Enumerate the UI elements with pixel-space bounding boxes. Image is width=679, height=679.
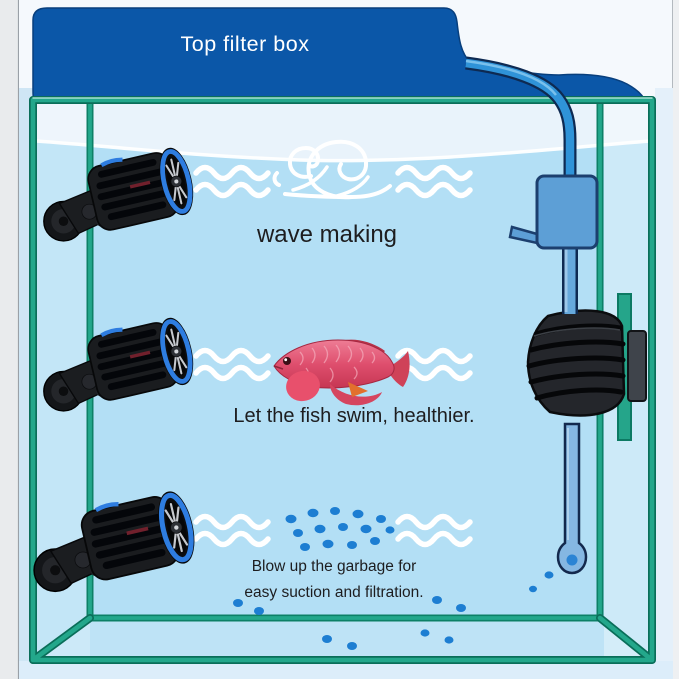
floor-particles [233,571,554,650]
suction-strainer-assembly [526,293,647,441]
outlet-tube [465,56,588,575]
filter-lid-shape [32,7,647,104]
wave-decorations [196,139,470,545]
tank-frame-front [29,96,656,664]
suction-strainer-icon [526,309,626,417]
intake-box-icon [508,174,599,250]
mount-bracket [627,330,647,402]
curl-wave-icon [272,139,392,200]
tube-drop-dot [566,554,578,566]
filter-box-banner [32,7,647,104]
fish-icon [273,339,410,406]
tube-nozzle-tip [556,422,588,575]
garbage-particles [285,507,395,551]
water-surface [35,139,651,163]
